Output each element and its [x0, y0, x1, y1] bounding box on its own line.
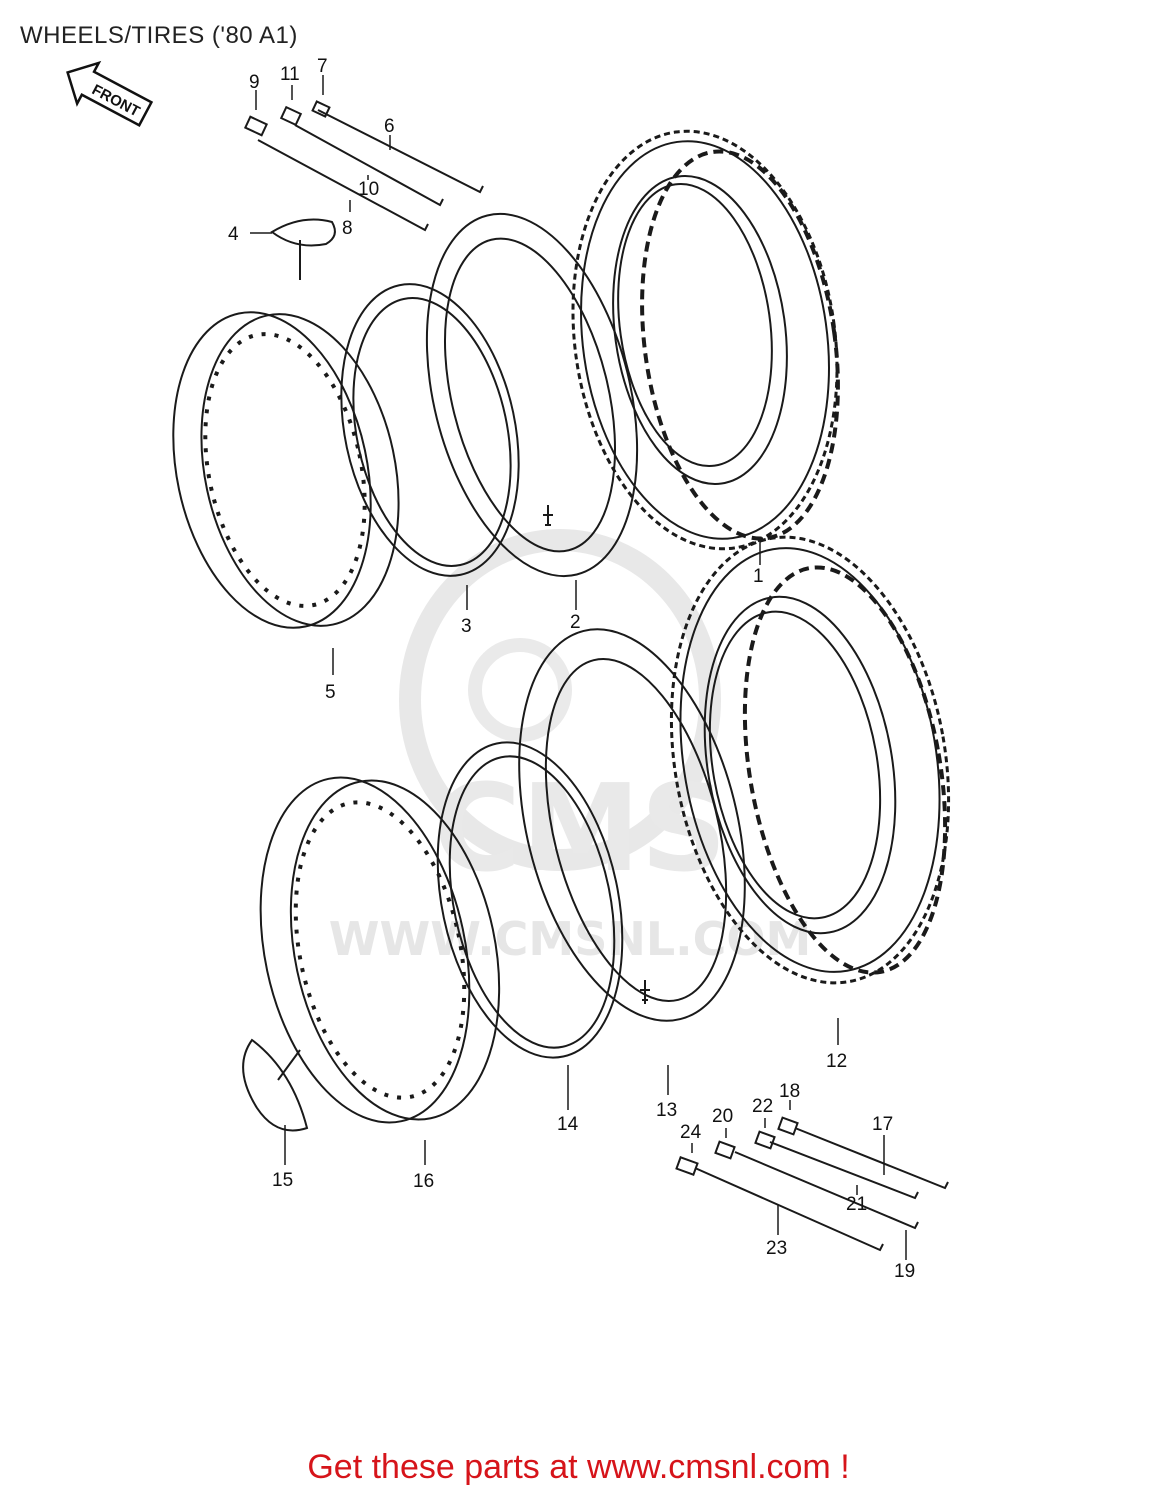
callout-7: 7: [317, 56, 328, 77]
callout-19: 19: [894, 1261, 915, 1282]
watermark-url: WWW.CMSNL.COM: [329, 912, 812, 966]
callout-5: 5: [325, 682, 336, 703]
callout-1: 1: [753, 566, 764, 587]
leader-lines: [250, 75, 907, 1260]
callout-9: 9: [249, 72, 260, 93]
callout-11: 11: [280, 64, 300, 85]
callout-18: 18: [779, 1081, 800, 1102]
callout-6: 6: [384, 116, 395, 137]
callout-10: 10: [358, 179, 379, 200]
front-spokes: [243, 100, 484, 232]
callout-numbers: 1 2 3 4 5 6 7 8 9 10 11 12 13 14 15 16 1…: [228, 56, 915, 1282]
callout-17: 17: [872, 1114, 893, 1135]
callout-23: 23: [766, 1238, 787, 1259]
page-title: WHEELS/TIRES ('80 A1): [20, 22, 298, 49]
callout-22: 22: [752, 1096, 773, 1117]
callout-14: 14: [557, 1114, 579, 1135]
front-tube: [425, 212, 639, 578]
callout-3: 3: [461, 616, 472, 637]
callout-16: 16: [413, 1171, 434, 1192]
rear-rim-lock: [242, 1038, 309, 1132]
footer-promo-text: Get these parts at www.cmsnl.com !: [307, 1448, 850, 1486]
rear-rim: [259, 776, 501, 1124]
rear-rim-band: [436, 741, 624, 1059]
callout-13: 13: [656, 1100, 677, 1121]
front-arrow-icon: FRONT: [66, 60, 154, 127]
callout-2: 2: [570, 612, 581, 633]
callout-8: 8: [342, 218, 353, 239]
callout-21: 21: [846, 1194, 867, 1215]
rear-spokes: [675, 1116, 949, 1252]
callout-15: 15: [272, 1170, 293, 1191]
front-rim: [172, 311, 400, 629]
callout-12: 12: [826, 1051, 847, 1072]
callout-20: 20: [712, 1106, 733, 1127]
rear-tube: [518, 628, 746, 1022]
callout-4: 4: [228, 224, 239, 245]
cms-watermark: CMS WWW.CMSNL.COM: [329, 529, 812, 966]
rear-tire: [669, 535, 951, 985]
front-tire: [571, 129, 840, 551]
front-rim-lock: [270, 218, 336, 280]
callout-24: 24: [680, 1122, 702, 1143]
